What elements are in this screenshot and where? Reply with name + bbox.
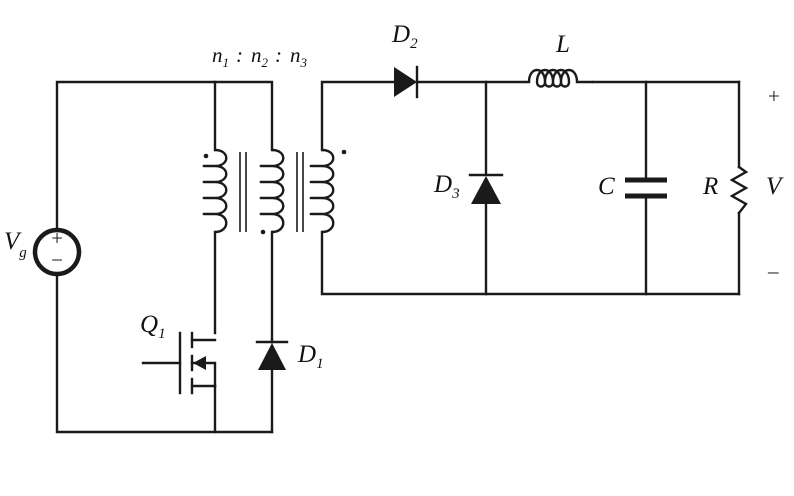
source-plus-sign: + [51, 226, 63, 250]
wire-secondary-to-d2 [320, 80, 396, 152]
inductor-l: L [527, 31, 593, 88]
capacitor-label: C [598, 173, 615, 200]
diode-d1: D1 [255, 340, 324, 372]
ratio-s2: 2 [262, 55, 269, 70]
d2-label-sub: 2 [410, 36, 418, 52]
d1-label: D1 [297, 341, 324, 372]
source-label-main: V [4, 228, 22, 255]
switch-label-sub: 1 [158, 326, 166, 342]
output-voltage-label: V [766, 173, 784, 200]
reset-winding-n2 [259, 148, 285, 234]
diode-d2: D2 [391, 21, 419, 99]
capacitor-c: C [598, 173, 667, 200]
ratio-s1: 1 [223, 55, 230, 70]
d3-triangle [471, 176, 501, 204]
ratio-n1: n [212, 43, 223, 67]
inductor-label: L [555, 31, 570, 58]
output-voltage: + V – [766, 84, 784, 283]
d1-label-main: D [297, 341, 316, 368]
output-minus-sign: – [767, 259, 779, 283]
dot-secondary [341, 149, 347, 155]
transformer: n1:n2:n3 [202, 43, 347, 235]
resistor-r: R [702, 165, 749, 215]
resistor-zigzag [729, 165, 749, 215]
d2-triangle [394, 67, 417, 97]
d3-label-sub: 3 [451, 186, 460, 202]
source-label-sub: g [19, 245, 27, 261]
d1-label-sub: 1 [316, 356, 324, 372]
dot-reset [260, 229, 266, 235]
body-arrow [193, 356, 206, 370]
secondary-winding-n3 [309, 148, 335, 234]
wire-secondary-return [320, 230, 741, 296]
source-minus-sign: − [51, 248, 63, 272]
ratio-s3: 3 [300, 55, 308, 70]
d1-triangle [258, 343, 286, 370]
switch-label-main: Q [140, 311, 158, 338]
primary-winding-n1 [202, 148, 228, 234]
switch-label: Q1 [140, 311, 166, 342]
ratio-n3: n [290, 43, 301, 67]
turns-ratio-label: n1:n2:n3 [212, 43, 308, 70]
source-circle [32, 227, 82, 277]
source-vg: + − Vg [4, 226, 82, 277]
wire-source-top [55, 80, 217, 230]
source-label: Vg [4, 228, 27, 261]
ratio-sep-2: : [275, 43, 282, 67]
ratio-n2: n [251, 43, 262, 67]
dot-primary [203, 153, 209, 159]
d2-label: D2 [391, 21, 418, 52]
d3-label-main: D [433, 171, 452, 198]
wire-reset-top [213, 80, 274, 152]
mosfet-q1: Q1 [140, 311, 217, 434]
diode-d3: D3 [433, 171, 504, 204]
inductor-coil [527, 68, 593, 88]
resistor-label: R [702, 173, 718, 200]
primary-wiring [55, 80, 274, 434]
output-plus-sign: + [768, 84, 780, 108]
ratio-sep-1: : [236, 43, 243, 67]
d3-label: D3 [433, 171, 460, 202]
wire-return [55, 274, 274, 434]
d2-label-main: D [391, 21, 410, 48]
secondary-wiring [320, 80, 741, 296]
